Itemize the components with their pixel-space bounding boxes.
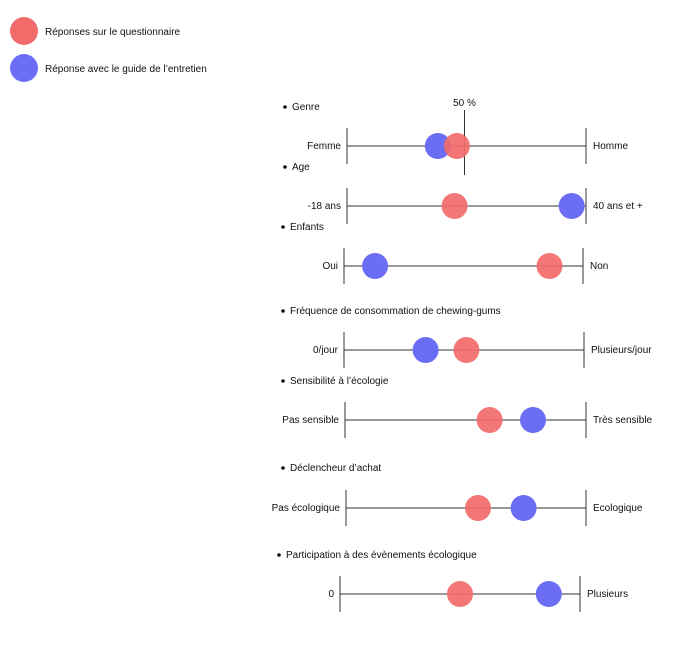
legend-label-questionnaire: Réponses sur le questionnaire [45,27,181,38]
legend-swatch-questionnaire [10,17,38,45]
scale-right-label: Homme [593,141,628,152]
scale-right-label: Plusieurs [587,589,628,600]
scale-title: Age [292,162,310,173]
scale-title: Genre [292,102,320,113]
bullet-dot [283,105,287,109]
bullet-dot [277,553,281,557]
scale-title: Déclencheur d’achat [290,463,381,474]
marker-questionnaire [465,495,491,521]
scale-left-label: Pas écologique [272,503,341,514]
bullet-dot [281,379,285,383]
marker-entretien [519,407,546,433]
bullet-dot [281,225,285,229]
scale-title: Participation à des évènements écologiqu… [286,550,477,561]
scale-2: Age -18 ans 40 ans et + [283,162,643,224]
scale-4: Fréquence de consommation de chewing-gum… [281,306,652,368]
marker-questionnaire [536,253,563,279]
midline-label: 50 % [453,98,476,109]
scale-7: Participation à des évènements écologiqu… [277,550,628,612]
marker-entretien [510,495,537,521]
scale-right-label: Plusieurs/jour [591,345,652,356]
scale-right-label: 40 ans et + [593,201,643,212]
scale-left-label: Pas sensible [282,415,339,426]
legend-swatch-entretien [10,54,38,82]
marker-questionnaire [443,133,470,159]
bullet-dot [283,165,287,169]
scale-left-label: Oui [322,261,338,272]
scale-title: Fréquence de consommation de chewing-gum… [290,306,501,317]
marker-questionnaire [453,337,480,363]
marker-entretien [558,193,585,219]
marker-entretien [535,581,562,607]
marker-entretien [362,253,389,279]
scale-left-label: 0/jour [313,345,339,356]
scale-left-label: Femme [307,141,341,152]
scale-left-label: 0 [328,589,334,600]
scale-title: Enfants [290,222,324,233]
scale-left-label: -18 ans [308,201,341,212]
scale-right-label: Ecologique [593,503,643,514]
marker-questionnaire [476,407,503,433]
scale-right-label: Non [590,261,608,272]
bullet-dot [281,309,285,313]
scale-right-label: Très sensible [593,415,653,426]
scale-title: Sensibilité à l’écologie [290,376,389,387]
bullet-dot [281,466,285,470]
marker-entretien [424,133,451,159]
marker-entretien [412,337,439,363]
marker-questionnaire [447,581,473,607]
legend-label-entretien: Réponse avec le guide de l’entretien [45,64,207,75]
marker-questionnaire [441,193,468,219]
